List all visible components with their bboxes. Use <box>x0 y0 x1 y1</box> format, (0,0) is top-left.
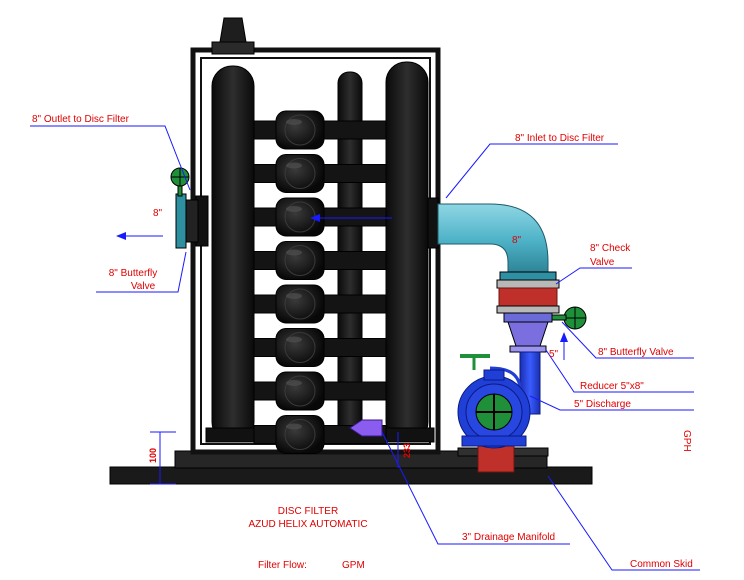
outlet-size-label: 8" <box>153 208 163 219</box>
check-valve-label-2: Valve <box>590 257 615 268</box>
disc-filter-stack <box>253 110 387 454</box>
inlet-label: 8" Inlet to Disc Filter <box>515 133 605 144</box>
pipe-5-label: 5" <box>549 349 559 360</box>
inlet-butterfly-valve <box>503 306 587 330</box>
disc-filter-unit <box>253 371 387 411</box>
dim-100: 100 <box>148 448 158 463</box>
flow-label: Filter Flow: <box>258 560 307 571</box>
air-vent <box>211 17 255 55</box>
title-line-2: AZUD HELIX AUTOMATIC <box>248 519 367 530</box>
check-valve <box>496 279 560 314</box>
reducer <box>507 321 549 353</box>
outlet-label: 8" Outlet to Disc Filter <box>32 114 130 125</box>
dim-233: 233 <box>402 443 412 458</box>
disc-filter-unit <box>253 110 387 150</box>
inlet-manifold-column <box>379 61 435 443</box>
outlet-butterfly-valve <box>170 167 209 249</box>
check-valve-label-1: 8" Check <box>590 243 631 254</box>
inlet-elbow-pipe <box>427 197 557 281</box>
side-mark: GPH <box>681 430 692 452</box>
flow-unit: GPM <box>342 560 365 571</box>
left-butterfly-label-1: 8" Butterfly <box>109 268 158 279</box>
annotations: 8" Outlet to Disc Filter 8" 8" Butterfly… <box>32 114 693 570</box>
skid-label: Common Skid <box>630 559 693 570</box>
disc-filter-unit <box>253 284 387 324</box>
drain-valve <box>349 419 383 437</box>
disc-filter-unit <box>253 415 387 454</box>
discharge-label: 5" Discharge <box>574 399 631 410</box>
disc-filter-unit <box>253 154 387 193</box>
right-butterfly-label: 8" Butterfly Valve <box>598 347 674 358</box>
pump <box>457 351 541 473</box>
drainage-label: 3" Drainage Manifold <box>462 532 555 543</box>
left-butterfly-label-2: Valve <box>131 281 156 292</box>
reducer-label: Reducer 5"x8" <box>580 381 644 392</box>
title-block: DISC FILTER AZUD HELIX AUTOMATIC Filter … <box>248 506 367 571</box>
disc-filter-unit <box>253 241 387 280</box>
title-line-1: DISC FILTER <box>278 506 338 517</box>
elbow-size-label: 8" <box>512 235 522 246</box>
disc-filter-unit <box>253 328 387 367</box>
outlet-manifold-column <box>205 65 261 443</box>
leader-lines <box>30 125 700 571</box>
